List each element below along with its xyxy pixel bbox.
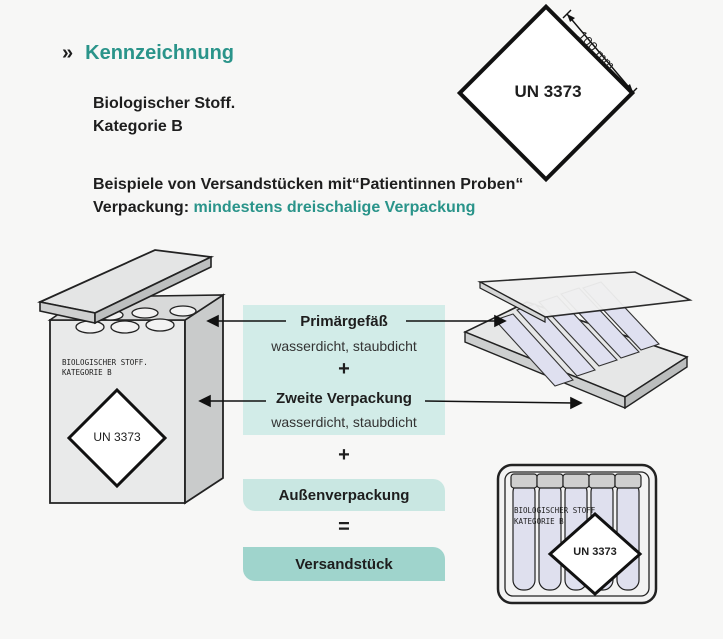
- packaging-highlight: mindestens dreischalige Verpackung: [193, 199, 476, 216]
- section-heading: Kennzeichnung: [85, 42, 235, 64]
- sample-rack-illustration: [496, 463, 658, 605]
- equals-sign: =: [338, 516, 350, 538]
- substance-line-2: Kategorie B: [93, 118, 183, 135]
- secondary-subtitle: wasserdicht, staubdicht: [271, 414, 417, 430]
- plus-sign-2: +: [338, 444, 350, 466]
- secondary-tray-illustration: [463, 271, 693, 410]
- primary-subtitle: wasserdicht, staubdicht: [271, 338, 417, 354]
- plus-sign-1: +: [338, 358, 350, 380]
- shipping-box-illustration: [37, 249, 226, 505]
- box-text: BIOLOGISCHER STOFF. KATEGORIE B: [62, 358, 148, 378]
- box-text-line-2: KATEGORIE B: [62, 368, 112, 377]
- rack-un-label: UN 3373: [573, 546, 617, 558]
- packaging-panel: [243, 305, 445, 435]
- examples-line: Beispiele von Versandstücken mit“Patient…: [93, 176, 524, 193]
- packaging-line: Verpackung: mindestens dreischalige Verp…: [93, 197, 475, 219]
- primary-title: Primärgefäß: [300, 313, 388, 330]
- substance-line-1: Biologischer Stoff.: [93, 95, 236, 112]
- heading-row: » Kennzeichnung: [62, 42, 234, 65]
- outer-packaging-pill: Außenverpackung: [243, 479, 445, 511]
- result-pill: Versandstück: [243, 547, 445, 581]
- box-text-line-1: BIOLOGISCHER STOFF.: [62, 358, 148, 367]
- rack-text-line-2: KATEGORIE B: [514, 517, 564, 526]
- packaging-prefix: Verpackung:: [93, 199, 194, 216]
- secondary-title: Zweite Verpackung: [276, 390, 412, 407]
- un-label-text: UN 3373: [514, 82, 582, 101]
- dimension-arrow-icon: [562, 9, 638, 97]
- box-un-label: UN 3373: [93, 430, 141, 444]
- rack-text-line-1: BIOLOGISCHER STOFF: [514, 506, 596, 515]
- rack-text: BIOLOGISCHER STOFF KATEGORIE B: [514, 505, 595, 527]
- chevron-double-icon: »: [62, 42, 73, 64]
